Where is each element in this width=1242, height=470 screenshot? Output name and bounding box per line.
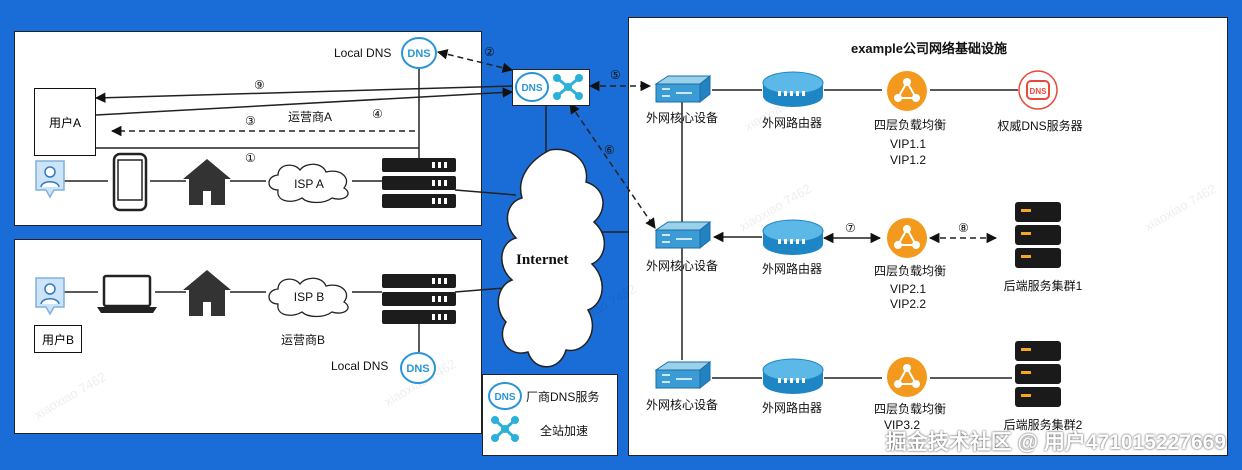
load-balancer-icon bbox=[887, 357, 927, 397]
laptop-icon bbox=[97, 274, 157, 313]
core-switch-label-3: 外网核心设备 bbox=[646, 398, 719, 412]
router-icon bbox=[762, 358, 824, 394]
vip-2-1: VIP2.1 bbox=[889, 282, 927, 296]
step-5: ⑤ bbox=[610, 68, 621, 82]
carrier-a-label: 运营商A bbox=[288, 110, 333, 124]
isp-a-label: ISP A bbox=[294, 177, 324, 191]
lb-label-1: 四层负载均衡 bbox=[873, 118, 947, 132]
isp-a-cloud-icon bbox=[268, 163, 349, 204]
step-6: ⑥ bbox=[604, 143, 615, 157]
backend-server-icon bbox=[1015, 341, 1061, 407]
step-2: ② bbox=[484, 45, 495, 59]
server-icon bbox=[382, 274, 456, 324]
vip-2-2: VIP2.2 bbox=[889, 297, 927, 311]
step-3: ③ bbox=[245, 114, 256, 128]
lb-label-3: 四层负载均衡 bbox=[873, 402, 947, 416]
local-dns-icon: DNS bbox=[401, 37, 437, 69]
local-dns-b-label: Local DNS bbox=[331, 359, 389, 373]
local-dns-label: Local DNS bbox=[334, 46, 392, 60]
svg-text:DNS: DNS bbox=[407, 48, 430, 60]
server-icon bbox=[382, 158, 456, 208]
acceleration-icon bbox=[553, 74, 583, 100]
legend-dns-icon: DNS bbox=[488, 382, 522, 410]
vip-3-2: VIP3.2 bbox=[883, 418, 921, 432]
step-9: ⑨ bbox=[254, 78, 265, 92]
step-8: ⑧ bbox=[958, 221, 969, 235]
internet-label: Internet bbox=[516, 252, 569, 268]
user-avatar-icon bbox=[35, 160, 65, 199]
auth-dns-label: 权威DNS服务器 bbox=[997, 119, 1083, 133]
step-1: ① bbox=[245, 151, 256, 165]
infra-title: example公司网络基础设施 bbox=[850, 41, 1008, 56]
backend-server-icon bbox=[1015, 202, 1061, 268]
backend-label-1: 后端服务集群1 bbox=[1003, 279, 1083, 293]
home-icon bbox=[183, 270, 231, 316]
lb-label-2: 四层负载均衡 bbox=[873, 264, 947, 278]
router-label-3: 外网路由器 bbox=[762, 401, 823, 415]
legend-accel-icon bbox=[491, 416, 519, 442]
core-switch-label-1: 外网核心设备 bbox=[646, 111, 719, 125]
user-a-box[interactable]: 用户A bbox=[34, 88, 96, 156]
carrier-b-panel bbox=[14, 239, 482, 434]
svg-text:DNS: DNS bbox=[494, 392, 515, 403]
legend-dns-label: 厂商DNS服务 bbox=[526, 390, 600, 404]
vip-1-2: VIP1.2 bbox=[889, 153, 927, 167]
user-avatar-icon bbox=[35, 277, 65, 316]
step-4: ④ bbox=[372, 107, 383, 121]
svg-text:DNS: DNS bbox=[406, 363, 429, 375]
core-switch-icon bbox=[654, 220, 712, 250]
load-balancer-icon bbox=[887, 71, 927, 111]
router-icon bbox=[762, 71, 824, 107]
carrier-b-label: 运营商B bbox=[281, 333, 326, 347]
svg-text:DNS: DNS bbox=[1030, 87, 1048, 96]
router-label-2: 外网路由器 bbox=[762, 262, 823, 276]
internet-cloud-icon bbox=[497, 148, 605, 368]
vip-1-1: VIP1.1 bbox=[889, 137, 927, 151]
svg-text:DNS: DNS bbox=[521, 83, 542, 94]
load-balancer-icon bbox=[887, 218, 927, 258]
backend-label-2: 后端服务集群2 bbox=[1003, 418, 1083, 432]
local-dns-icon: DNS bbox=[400, 352, 436, 384]
authoritative-dns-icon: DNS bbox=[1018, 70, 1058, 110]
core-switch-icon bbox=[654, 360, 712, 390]
dns-service-icon: DNS bbox=[515, 72, 549, 102]
core-switch-label-2: 外网核心设备 bbox=[646, 259, 719, 273]
isp-b-label: ISP B bbox=[293, 290, 325, 304]
user-b-box[interactable]: 用户B bbox=[34, 325, 82, 353]
step-7: ⑦ bbox=[845, 221, 856, 235]
isp-b-cloud-icon bbox=[268, 277, 349, 318]
footer-watermark: 掘金技术社区 @ 用户471015227669 bbox=[885, 431, 1226, 454]
phone-icon bbox=[112, 152, 148, 212]
router-icon bbox=[762, 219, 824, 255]
core-switch-icon bbox=[654, 74, 712, 104]
legend-accel-label: 全站加速 bbox=[540, 424, 589, 438]
home-icon bbox=[183, 159, 231, 205]
router-label-1: 外网路由器 bbox=[762, 116, 823, 130]
